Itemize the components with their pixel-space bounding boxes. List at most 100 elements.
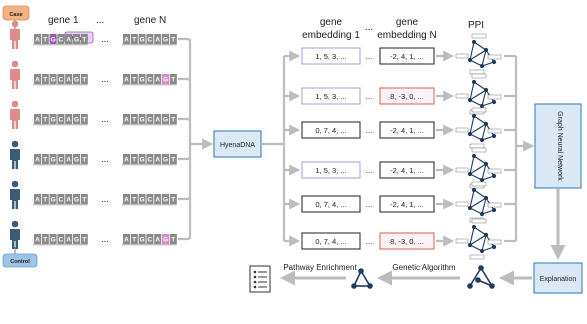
svg-text:T: T	[132, 117, 136, 124]
svg-text:G: G	[163, 77, 168, 84]
embedding-1-header-line2: embedding 1	[302, 30, 360, 41]
svg-text:C: C	[148, 117, 153, 124]
svg-text:C: C	[59, 157, 64, 164]
optimized-subgraph-icon	[351, 268, 373, 289]
svg-text:G: G	[163, 117, 168, 124]
svg-text:G: G	[51, 117, 56, 124]
svg-text:C: C	[148, 157, 153, 164]
row-ellipsis: ...	[101, 234, 109, 244]
embedding-row: 0, 7, 4, ......8, -3, 0, ...	[301, 218, 502, 260]
svg-text:A: A	[35, 37, 40, 44]
row-ellipsis: ...	[101, 34, 109, 44]
ppi-graph	[455, 218, 502, 260]
svg-text:G: G	[74, 157, 79, 164]
row-ellipsis: ...	[101, 74, 109, 84]
svg-text:G: G	[140, 197, 145, 204]
embedding-ellipsis: ...	[366, 92, 373, 101]
embedding-n-values: 8, -3, 0, ...	[390, 237, 424, 246]
embedding-n-box	[379, 121, 435, 139]
svg-text:C: C	[59, 37, 64, 44]
embedding-1-box	[301, 87, 361, 105]
svg-text:A: A	[66, 197, 71, 204]
svg-text:A: A	[155, 237, 160, 244]
embedding-n-values: -2, 4, 1, ...	[390, 200, 424, 209]
svg-text:C: C	[148, 37, 153, 44]
svg-text:T: T	[171, 77, 175, 84]
svg-text:C: C	[148, 237, 153, 244]
svg-text:C: C	[59, 117, 64, 124]
svg-text:T: T	[132, 157, 136, 164]
svg-text:Explanation: Explanation	[540, 276, 577, 283]
svg-text:G: G	[163, 37, 168, 44]
svg-text:A: A	[155, 197, 160, 204]
svg-text:HyenaDNA: HyenaDNA	[220, 142, 255, 149]
svg-text:A: A	[35, 157, 40, 164]
embedding-row: 1, 5, 3, ......-2, 4, 1, ...	[301, 147, 502, 189]
person-icon	[10, 140, 20, 169]
svg-text:C: C	[59, 77, 64, 84]
embedding-row: 1, 5, 3, ......8, -3, 0, ...	[301, 73, 502, 115]
svg-text:C: C	[148, 197, 153, 204]
ppi-bracket	[504, 54, 535, 243]
svg-text:A: A	[35, 77, 40, 84]
svg-text:A: A	[124, 237, 129, 244]
input-bracket	[178, 37, 214, 241]
row-ellipsis: ...	[101, 114, 109, 124]
embedding-row: 0, 7, 4, ......-2, 4, 1, ...	[301, 181, 502, 223]
embedding-n-box	[379, 195, 435, 213]
svg-text:G: G	[51, 37, 56, 44]
svg-text:G: G	[163, 157, 168, 164]
embedding-row: 1, 5, 3, ......-2, 4, 1, ...	[301, 33, 502, 75]
gnn-box: Graph Neural Network	[534, 103, 582, 189]
svg-text:A: A	[155, 37, 160, 44]
ppi-graph	[455, 107, 502, 149]
svg-text:G: G	[74, 197, 79, 204]
embedding-1-values: 1, 5, 3, ...	[315, 52, 346, 61]
svg-text:T: T	[82, 77, 86, 84]
svg-text:T: T	[171, 197, 175, 204]
svg-text:T: T	[43, 77, 47, 84]
svg-text:G: G	[51, 237, 56, 244]
hyenadna-box: HyenaDNA	[213, 130, 262, 158]
embedding-n-box	[379, 232, 435, 250]
svg-text:T: T	[43, 237, 47, 244]
embedding-n-header-line1: gene	[396, 17, 419, 28]
embedding-row: 0, 7, 4, ......-2, 4, 1, ...	[301, 107, 502, 149]
row-ellipsis: ...	[101, 154, 109, 164]
svg-text:T: T	[132, 77, 136, 84]
svg-text:G: G	[74, 117, 79, 124]
embedding-1-values: 0, 7, 4, ...	[315, 126, 346, 135]
gene-1-header: gene 1	[48, 15, 79, 26]
svg-text:A: A	[66, 37, 71, 44]
embedding-1-header-line1: gene	[320, 17, 343, 28]
embedding-1-box	[301, 195, 361, 213]
svg-text:T: T	[171, 117, 175, 124]
genetic-algorithm-label: Genetic Algorithm	[392, 263, 455, 272]
svg-text:G: G	[51, 197, 56, 204]
embedding-rows: 1, 5, 3, ......-2, 4, 1, ...1, 5, 3, ...…	[301, 33, 502, 260]
embedding-1-box	[301, 161, 361, 179]
embedding-n-values: -2, 4, 1, ...	[390, 126, 424, 135]
embedding-1-box	[301, 232, 361, 250]
ppi-graph	[455, 33, 502, 75]
svg-text:T: T	[82, 197, 86, 204]
svg-text:G: G	[163, 237, 168, 244]
svg-text:G: G	[140, 237, 145, 244]
svg-text:T: T	[82, 37, 86, 44]
person-icon	[10, 220, 20, 249]
embedding-header-ellipsis: ...	[365, 22, 373, 33]
embedding-n-values: 8, -3, 0, ...	[390, 92, 424, 101]
svg-text:A: A	[155, 157, 160, 164]
svg-text:T: T	[171, 157, 175, 164]
svg-text:T: T	[171, 37, 175, 44]
svg-text:Graph Neural Network: Graph Neural Network	[556, 111, 563, 181]
